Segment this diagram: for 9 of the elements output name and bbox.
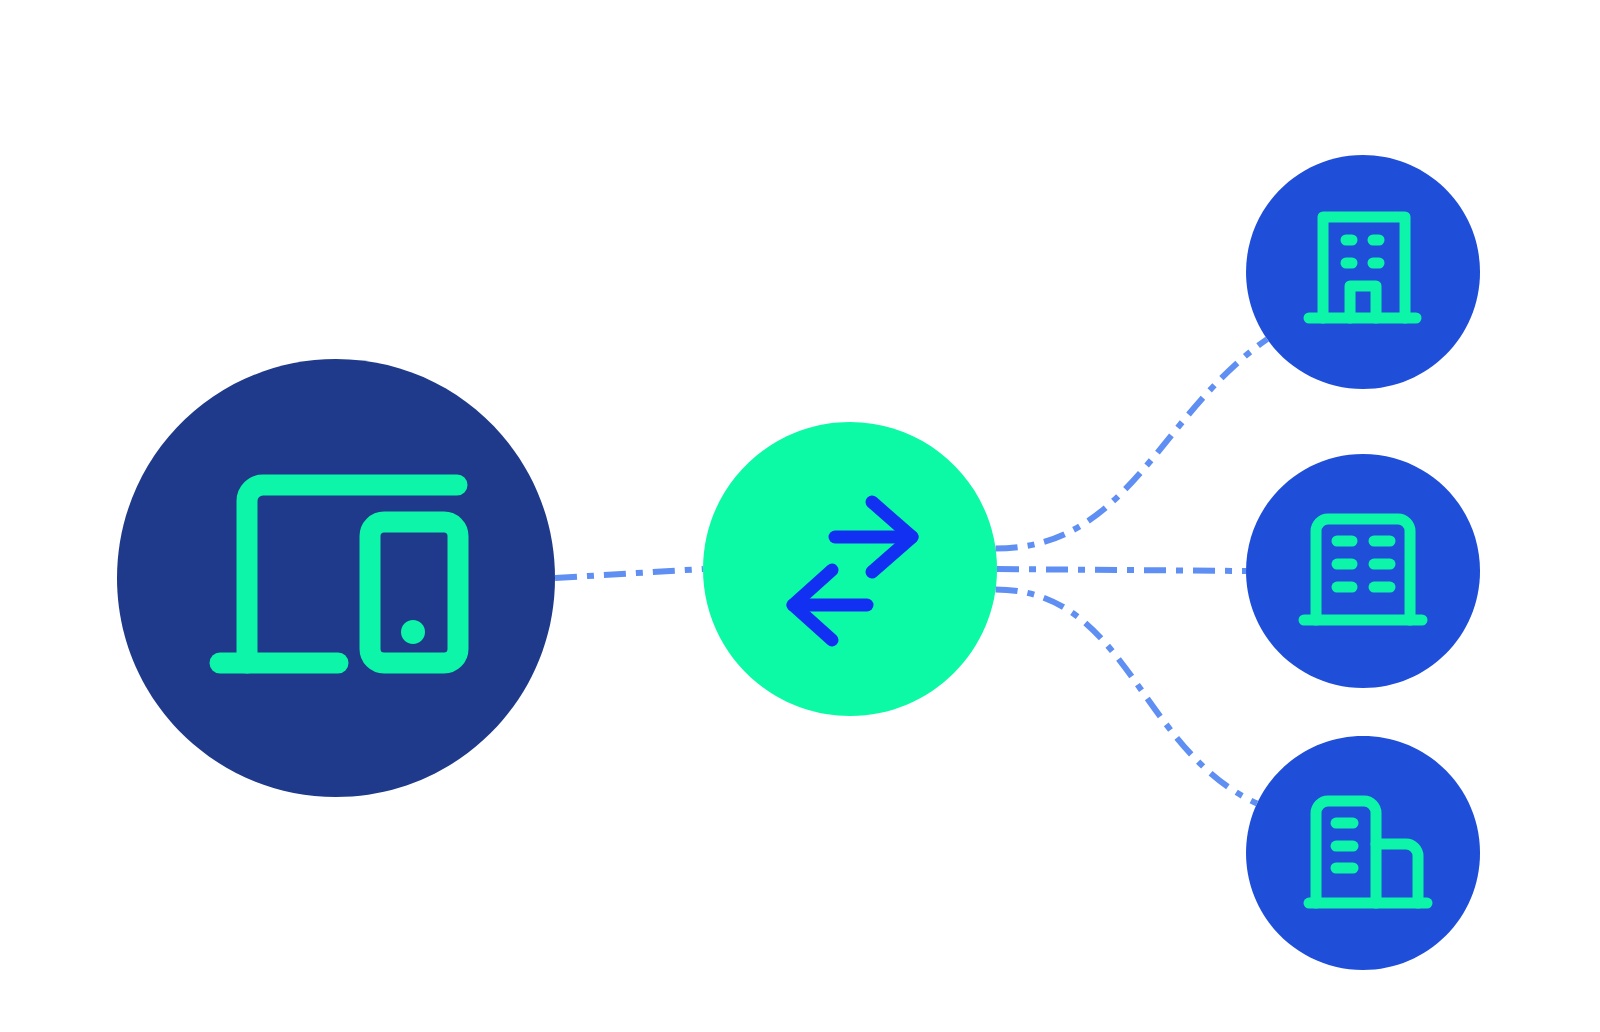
connector-line	[997, 566, 1247, 574]
node-circle	[703, 422, 997, 716]
node-circle	[1246, 454, 1480, 688]
connector-line	[554, 566, 704, 581]
node-circle	[1246, 155, 1480, 389]
connector-line	[995, 336, 1270, 552]
node-circle	[1246, 736, 1480, 970]
connector-line	[995, 586, 1259, 807]
node-circle	[117, 359, 555, 797]
